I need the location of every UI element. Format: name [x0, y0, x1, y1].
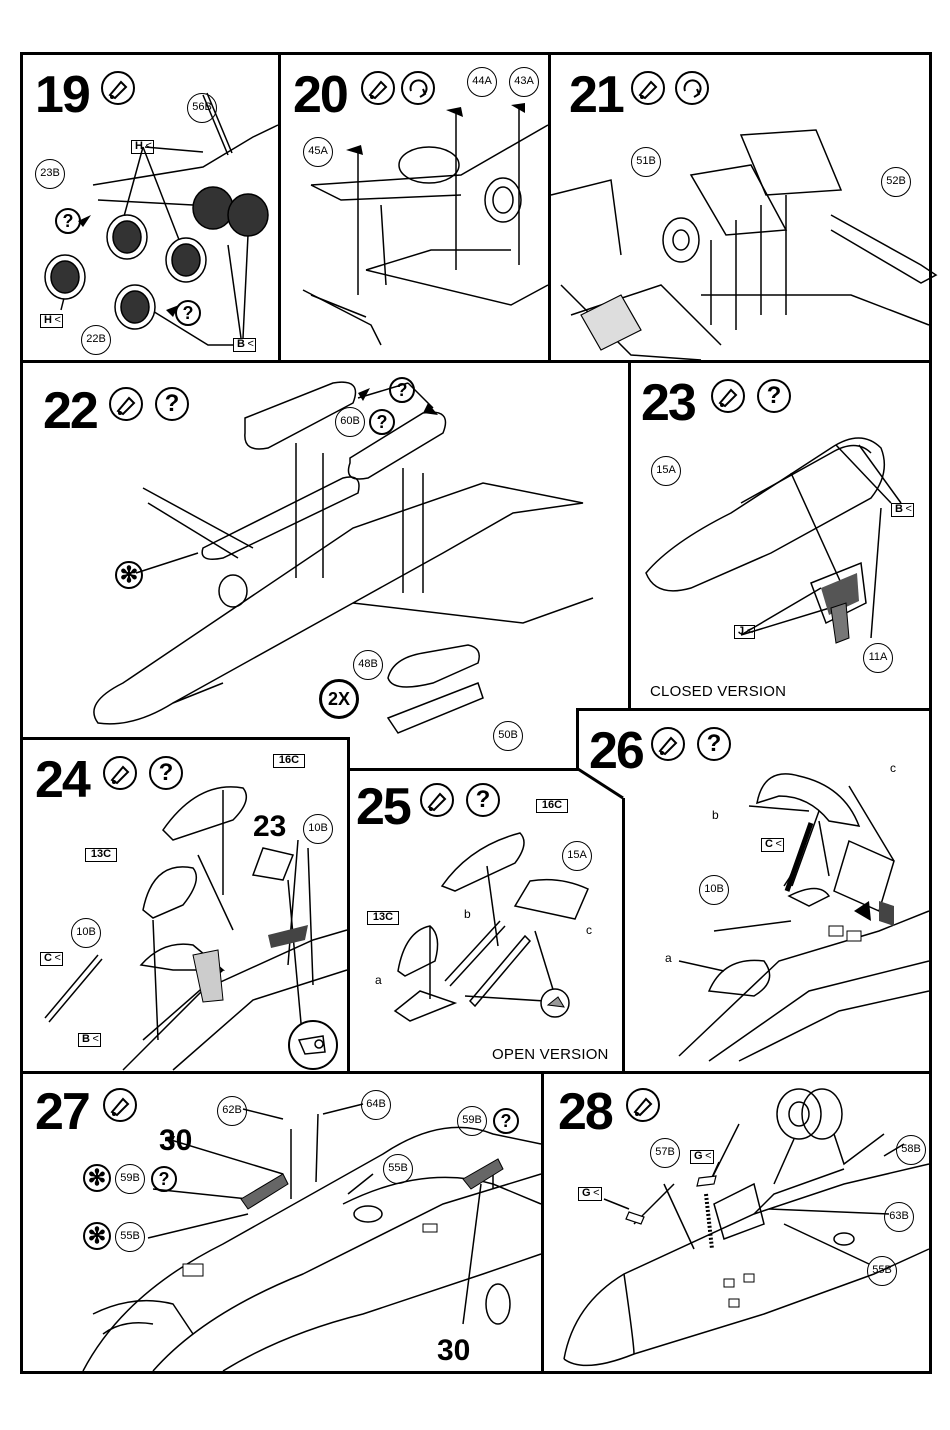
nose-gear-bay-illustration: [544, 1074, 929, 1371]
fuselage-details-illustration: [23, 1074, 541, 1371]
step-19-panel: 19 56B 23B 22B H H B ? ?: [23, 55, 278, 360]
step-27-panel: 27 30 30 62B 64B 59B ? 55B ✻ 59B ? ✻ 55B: [23, 1074, 541, 1371]
landing-gear-doors-illustration: [551, 55, 929, 360]
step-20-panel: 20 44A 43A 45A: [281, 55, 548, 360]
step-22-panel: 22 ? ? 60B ? ✻ 48B 2X 50B: [23, 363, 628, 737]
wing-pylons-illustration: [281, 55, 548, 360]
canopy-open-assembly-illustration: [579, 711, 929, 1071]
drop-tanks-aircraft-illustration: [23, 363, 628, 737]
step-21-panel: 21 51B 52B: [551, 55, 929, 360]
exhaust-nozzles-illustration: [23, 55, 278, 360]
step-24-panel: 24 ? 16C 13C 23 10B 10B C B: [23, 740, 347, 1071]
step-23-panel: 23 ? 15A B J 11A CLOSED VERSION: [631, 363, 929, 708]
closed-canopy-illustration: [631, 363, 929, 708]
step-28-panel: 28 57B G G 58B 63B 55B: [544, 1074, 929, 1371]
open-canopy-parts-illustration: [23, 740, 347, 1071]
step-26-panel: 26 ? c b C 10B a: [579, 711, 929, 1071]
